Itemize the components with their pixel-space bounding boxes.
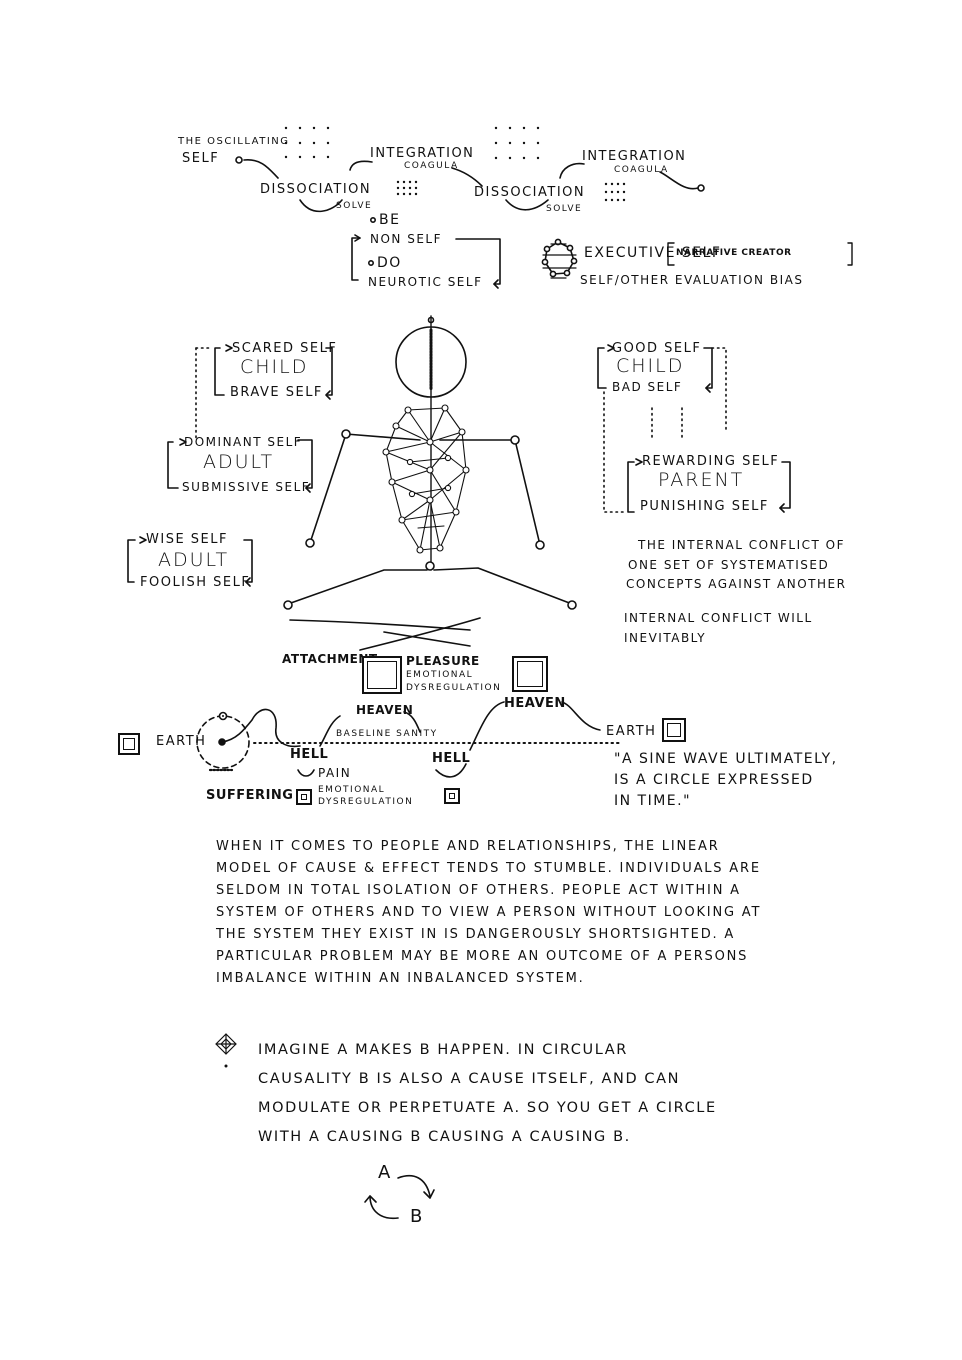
foolish-self-label: FOOLISH SELF (140, 575, 251, 590)
rewarding-self-label: REWARDING SELF (642, 454, 780, 469)
coagula-label-1: COAGULA (404, 161, 459, 171)
the-oscillating-label: THE OSCILLATING (178, 136, 290, 147)
dysregulation-label-1: DYSREGULATION (406, 683, 502, 693)
earth-label-left: EARTH (156, 734, 207, 749)
conflict-line-2: ONE SET OF SYSTEMATISED (628, 558, 830, 572)
non-self-label: NON SELF (370, 232, 442, 246)
punishing-self-label: PUNISHING SELF (640, 499, 769, 514)
hell-label-1: HELL (290, 747, 329, 762)
executive-self-label: EXECUTIVE SELF (584, 245, 722, 261)
dissociation-label-1: DISSOCIATION (260, 182, 372, 197)
adult-label-2: ADULT (158, 549, 230, 571)
neurotic-self-label: NEUROTIC SELF (368, 275, 483, 289)
cycle-a-label: A (378, 1162, 392, 1183)
narrative-creator-label: NARRATIVE CREATOR (676, 248, 792, 258)
submissive-self-label: SUBMISSIVE SELF (182, 480, 311, 494)
heaven-label-2: HEAVEN (504, 696, 566, 711)
dissociation-label-2: DISSOCIATION (474, 185, 586, 200)
baseline-sanity-label: BASELINE SANITY (336, 729, 438, 739)
body-paragraph: WHEN IT COMES TO PEOPLE AND RELATIONSHIP… (216, 839, 762, 986)
integration-label-2: INTEGRATION (582, 149, 687, 164)
conflict-line-4: INTERNAL CONFLICT WILL (624, 611, 813, 625)
heaven-label-1: HEAVEN (356, 703, 414, 717)
suffering-label: SUFFERING (206, 788, 294, 803)
pain-label: PAIN (318, 766, 352, 780)
earth-label-right: EARTH (606, 724, 657, 739)
hell-box-icon (444, 788, 460, 804)
self-label: SELF (182, 151, 220, 166)
conflict-line-5: INEVITABLY (624, 631, 707, 645)
integration-label-1: INTEGRATION (370, 146, 475, 161)
quote-line-1: "A SINE WAVE ULTIMATELY, (614, 751, 838, 767)
emotional-label-2: EMOTIONAL (318, 785, 386, 795)
conflict-line-1: THE INTERNAL CONFLICT OF (638, 538, 845, 552)
do-label: DO (377, 255, 402, 271)
bad-self-label: BAD SELF (612, 380, 683, 394)
earth-box-icon-right (662, 718, 686, 742)
attachment-box-icon (362, 656, 402, 694)
cycle-b-label: B (410, 1206, 424, 1227)
hell-label-2: HELL (432, 751, 471, 766)
solve-label-1: SOLVE (336, 201, 373, 211)
brave-self-label: BRAVE SELF (230, 385, 323, 400)
child-right-label: CHILD (616, 355, 685, 377)
be-label: BE (379, 212, 401, 228)
parent-label: PARENT (658, 469, 745, 491)
imagine-paragraph: IMAGINE A MAKES B HAPPEN. IN CIRCULAR CA… (258, 1042, 717, 1145)
coagula-label-2: COAGULA (614, 165, 669, 175)
pleasure-label: PLEASURE (406, 654, 480, 668)
good-self-label: GOOD SELF (612, 341, 702, 356)
earth-box-icon-left (118, 733, 140, 755)
adult-label-1: ADULT (203, 451, 275, 473)
scared-self-label: SCARED SELF (232, 341, 338, 356)
pleasure-box-icon (512, 656, 548, 692)
solve-label-2: SOLVE (546, 204, 583, 214)
dominant-self-label: DOMINANT SELF (184, 435, 303, 449)
conflict-line-3: CONCEPTS AGAINST ANOTHER (626, 577, 847, 591)
wise-self-label: WISE SELF (146, 532, 228, 547)
child-left-label: CHILD (240, 356, 309, 378)
dysregulation-label-2: DYSREGULATION (318, 797, 414, 807)
quote-line-2: IS A CIRCLE EXPRESSED (614, 772, 814, 788)
evaluation-bias-label: SELF/OTHER EVALUATION BIAS (580, 273, 804, 287)
attachment-label: ATTACHMENT (282, 652, 378, 666)
suffering-box-icon (296, 789, 312, 805)
emotional-label-1: EMOTIONAL (406, 670, 474, 680)
quote-line-3: IN TIME." (614, 793, 692, 809)
